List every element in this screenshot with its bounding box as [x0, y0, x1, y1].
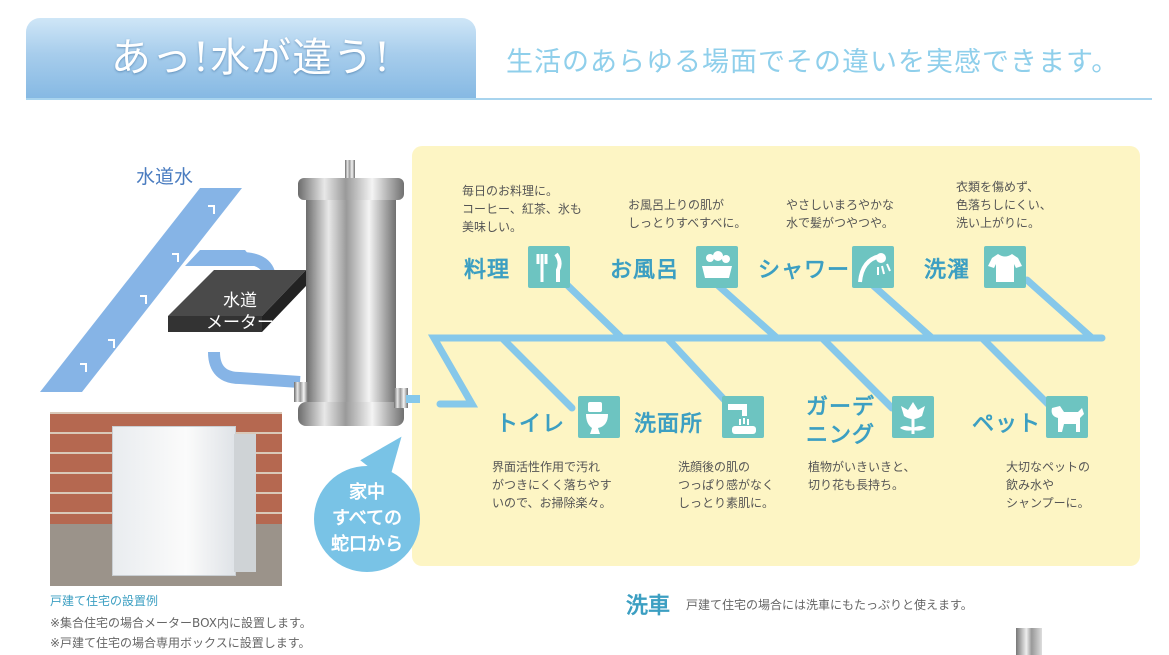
shower-icon: [852, 246, 894, 288]
use-description-cooking: 毎日のお料理に。 コーヒー、紅茶、氷も 美味しい。: [462, 184, 582, 234]
photo-caption: 戸建て住宅の設置例: [50, 594, 159, 608]
page-subtitle: 生活のあらゆる場面でその違いを実感できます。: [506, 47, 1120, 78]
cutlery-icon: [528, 246, 570, 288]
use-description-laundry: 衣類を傷めず、 色落ちしにくい、 洗い上がりに。: [956, 180, 1052, 230]
use-label-cooking: 料理: [464, 258, 511, 283]
use-label-washroom: 洗面所: [634, 412, 704, 437]
use-description-gardening: 植物がいきいきと、 切り花も長持ち。: [808, 460, 916, 492]
bathtub-icon: [696, 246, 738, 288]
tshirt-icon: [984, 246, 1026, 288]
tap-water-label: 水道水: [136, 166, 194, 188]
use-label-carwash: 洗車: [626, 594, 671, 619]
use-description-pet: 大切なペットの 飲み水や シャンプーに。: [1006, 460, 1091, 510]
toilet-icon: [578, 396, 620, 438]
filter-unit-partial: [1016, 628, 1042, 655]
use-description-carwash: 戸建て住宅の場合には洗車にもたっぷりと使えます。: [686, 598, 973, 612]
note-apartment: ※集合住宅の場合メーターBOX内に設置します。: [50, 616, 312, 630]
page-title: あっ!水が違う!: [110, 35, 392, 81]
uses-panel: [412, 146, 1140, 566]
faucet-icon: [722, 396, 764, 438]
use-label-shower: シャワー: [758, 258, 851, 283]
flower-icon: [892, 396, 934, 438]
use-label-toilet: トイレ: [496, 412, 566, 437]
pipe-diagram: [40, 160, 420, 426]
installation-photo: [50, 412, 282, 586]
use-description-shower: やさしいまろやかな 水で髪がつやつや。: [786, 198, 895, 230]
use-label-pet: ペット: [972, 412, 1042, 437]
use-description-bath: お風呂上りの肌が しっとりすべすべに。: [628, 198, 747, 230]
use-label-laundry: 洗濯: [924, 258, 971, 283]
use-description-toilet: 界面活性作用で汚れ がつきにくく落ちやす いので、お掃除楽々。: [492, 460, 612, 510]
use-label-bath: お風呂: [610, 258, 680, 283]
dog-icon: [1046, 396, 1088, 438]
note-house: ※戸建て住宅の場合専用ボックスに設置します。: [50, 636, 311, 650]
branch-lines: [427, 276, 1106, 412]
all-faucets-bubble: 家中 すべての 蛇口から: [314, 466, 420, 572]
filter-unit: [298, 178, 404, 200]
use-label-gardening: ガーデ ニング: [806, 395, 876, 448]
header-tab: [26, 18, 476, 98]
header-divider: [26, 98, 1152, 100]
water-meter-label: 水道 メーター: [206, 291, 274, 333]
tap-water-pipe: [40, 188, 242, 392]
use-description-washroom: 洗顔後の肌の つっぱり感がなく しっとり素肌に。: [678, 460, 775, 510]
water-meter-box: [168, 270, 306, 316]
